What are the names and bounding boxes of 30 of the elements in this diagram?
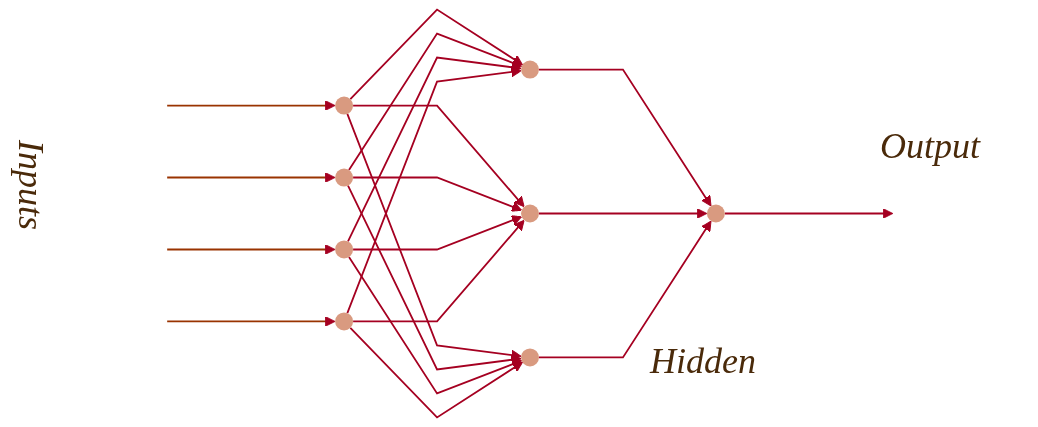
- arrow: [346, 66, 522, 314]
- arrow: [538, 68, 712, 207]
- arrow: [538, 220, 712, 359]
- neuron-circle: [521, 348, 539, 367]
- arrow: [352, 215, 523, 251]
- arrow: [348, 256, 523, 395]
- arrow: [347, 56, 522, 243]
- neuron-circle: [521, 204, 539, 223]
- arrow: [349, 327, 523, 419]
- neuron-circle: [335, 240, 354, 259]
- neuron-circle: [335, 312, 354, 331]
- arrow: [352, 104, 525, 208]
- arrow: [349, 8, 523, 100]
- layer-label: Hidden: [650, 340, 756, 382]
- layer-label: Output: [880, 125, 980, 167]
- arrow: [352, 219, 525, 323]
- neuron-circle: [335, 168, 354, 187]
- layer-label: Inputs: [10, 140, 52, 230]
- arrow: [348, 32, 523, 171]
- neuron-circle: [706, 204, 725, 223]
- arrow: [166, 100, 336, 111]
- arrow: [166, 172, 336, 183]
- arrow: [166, 244, 336, 255]
- arrow: [166, 316, 336, 327]
- neuron-circle: [335, 96, 354, 115]
- arrow: [724, 208, 894, 219]
- arrow: [352, 176, 523, 212]
- neuron-circle: [521, 60, 539, 79]
- arrow: [347, 184, 522, 371]
- arrow: [538, 208, 708, 219]
